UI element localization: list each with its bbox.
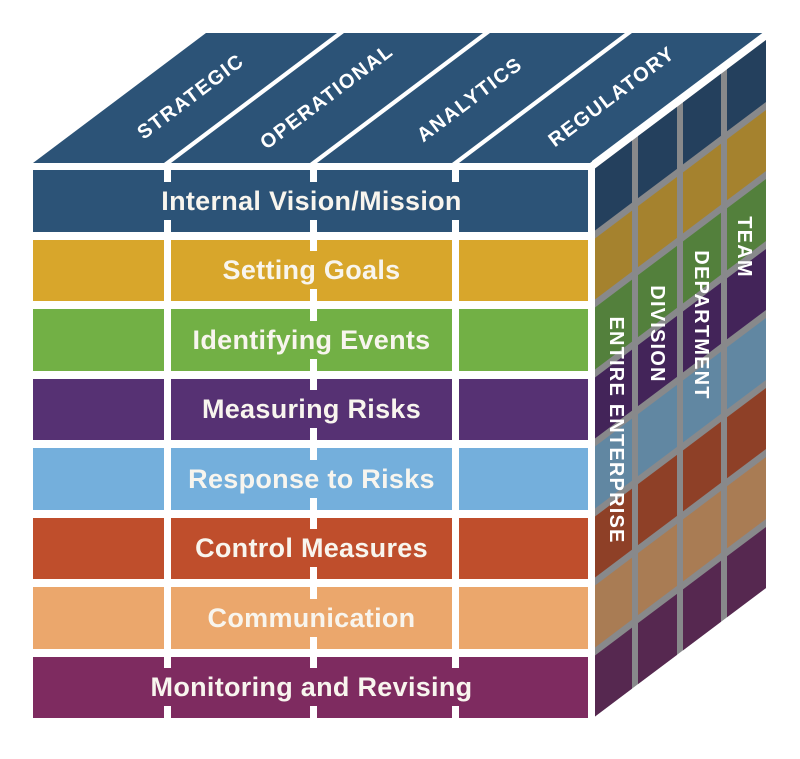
row-label: Internal Vision/Mission	[149, 181, 474, 220]
column-separator	[164, 309, 171, 371]
row-label: Response to Risks	[176, 459, 447, 498]
front-right-edge	[588, 163, 595, 718]
side-label-department: DEPARTMENT	[690, 250, 712, 400]
front-row-communication: Communication	[33, 587, 590, 649]
cube-front-face: Internal Vision/Mission Setting Goals Id…	[33, 170, 590, 718]
column-separator	[164, 587, 171, 649]
front-row-control-measures: Control Measures	[33, 517, 590, 579]
column-separator	[452, 378, 459, 440]
column-separator	[452, 517, 459, 579]
side-label-division: DIVISION	[646, 285, 668, 383]
side-label-team: TEAM	[733, 216, 755, 278]
front-row-monitoring-and-revising: Monitoring and Revising	[33, 656, 590, 718]
row-label: Identifying Events	[180, 320, 443, 359]
column-separator	[452, 448, 459, 510]
column-separator	[164, 517, 171, 579]
front-row-measuring-risks: Measuring Risks	[33, 378, 590, 440]
row-label: Monitoring and Revising	[138, 668, 485, 707]
row-label: Measuring Risks	[189, 390, 434, 429]
front-row-setting-goals: Setting Goals	[33, 239, 590, 301]
row-label: Control Measures	[183, 529, 440, 568]
row-label: Communication	[195, 598, 428, 637]
column-separator	[164, 239, 171, 301]
column-separator	[452, 309, 459, 371]
front-row-internal-vision-mission: Internal Vision/Mission	[33, 170, 590, 232]
front-row-response-to-risks: Response to Risks	[33, 448, 590, 510]
row-label: Setting Goals	[210, 251, 413, 290]
front-row-identifying-events: Identifying Events	[33, 309, 590, 371]
column-separator	[164, 378, 171, 440]
column-separator	[452, 239, 459, 301]
column-separator	[164, 448, 171, 510]
column-separator	[452, 587, 459, 649]
side-label-entire-enterprise: ENTIRE ENTERPRISE	[605, 316, 627, 544]
